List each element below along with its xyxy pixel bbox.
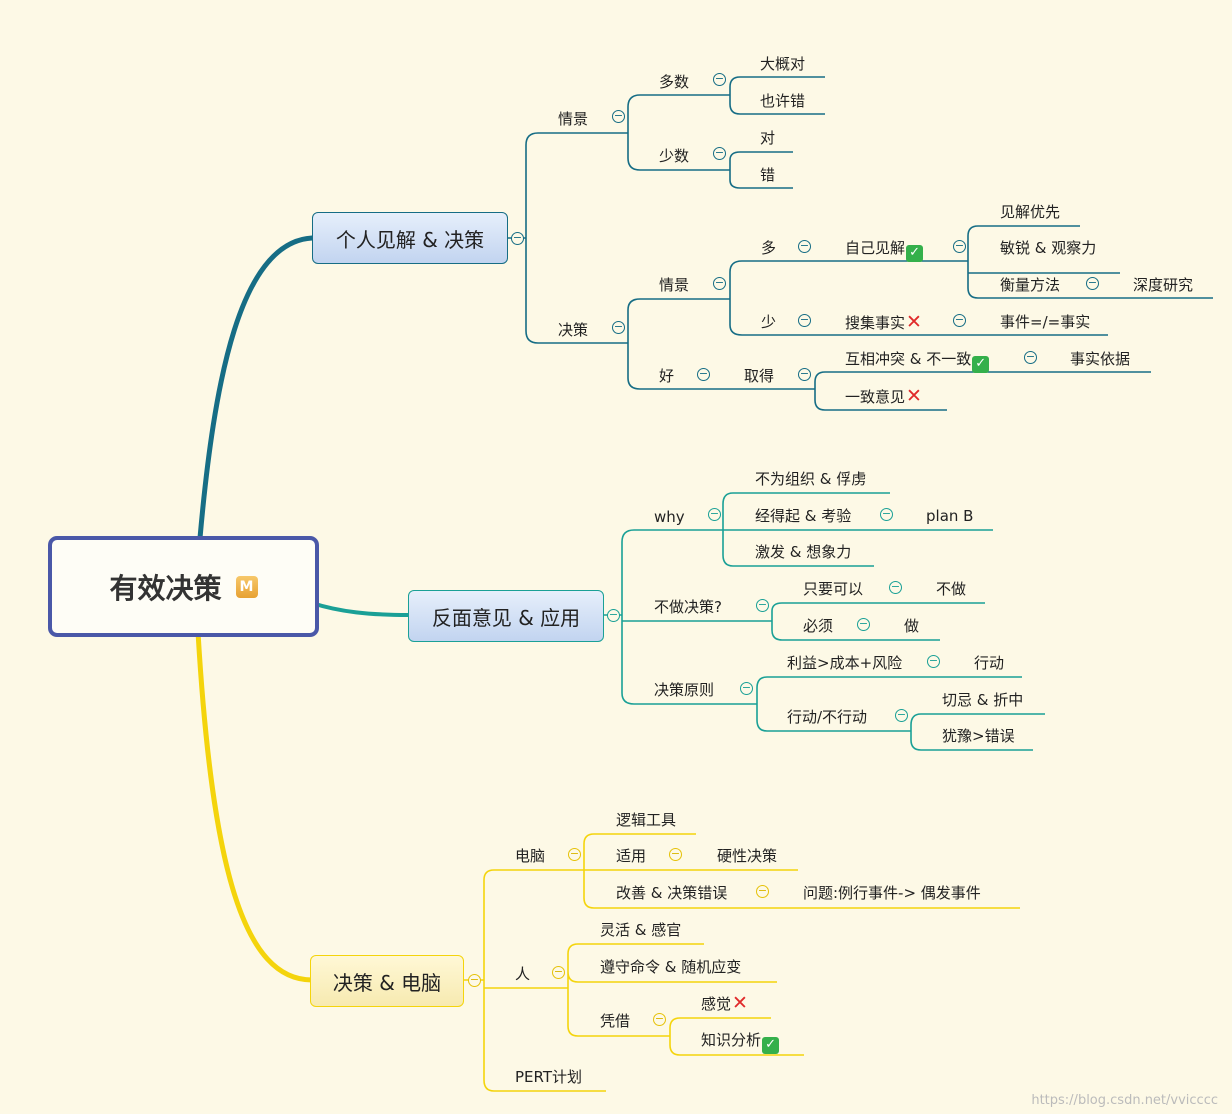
node-deep-research[interactable]: 深度研究	[1133, 276, 1194, 294]
node-own-insight[interactable]: 自己见解✓	[842, 238, 924, 262]
collapse-toggle-icon[interactable]: −	[927, 654, 940, 668]
node-obey-adapt[interactable]: 遵守命令 & 随机应变	[600, 958, 742, 976]
node-inspire-imagination[interactable]: 激发 & 想象力	[755, 543, 852, 561]
collapse-toggle-icon[interactable]: −	[880, 507, 893, 521]
collapse-toggle-icon[interactable]: −	[708, 507, 721, 521]
collapse-toggle-icon[interactable]: −	[798, 239, 811, 253]
cross-mark-icon: ✕	[906, 311, 922, 333]
node-benefit-cost[interactable]: 利益>成本+风险	[787, 654, 903, 672]
node-act[interactable]: 行动	[974, 654, 1005, 672]
node-right[interactable]: 对	[760, 129, 776, 147]
collapse-toggle-icon[interactable]: −	[511, 231, 524, 245]
node-do[interactable]: 做	[904, 617, 920, 635]
cross-mark-icon: ✕	[732, 992, 748, 1014]
cross-mark-icon: ✕	[906, 385, 922, 407]
collapse-toggle-icon[interactable]: −	[798, 313, 811, 327]
collapse-toggle-icon[interactable]: −	[756, 884, 769, 898]
markdown-badge-icon: M	[235, 575, 258, 598]
node-many[interactable]: 多	[761, 239, 777, 257]
node-obtain[interactable]: 取得	[744, 367, 775, 385]
node-hesitation[interactable]: 犹豫>错误	[942, 727, 1015, 745]
collapse-toggle-icon[interactable]: −	[568, 847, 581, 861]
node-few[interactable]: 少	[761, 313, 777, 331]
node-measure-method[interactable]: 衡量方法	[1000, 276, 1061, 294]
collapse-toggle-icon[interactable]: −	[740, 681, 753, 695]
collapse-toggle-icon[interactable]: −	[756, 598, 769, 612]
collapse-toggle-icon[interactable]: −	[953, 239, 966, 253]
node-scenario-2[interactable]: 情景	[659, 276, 690, 294]
collapse-toggle-icon[interactable]: −	[697, 367, 710, 381]
node-rely-on[interactable]: 凭借	[600, 1012, 631, 1030]
node-roughly-right[interactable]: 大概对	[760, 55, 806, 73]
collapse-toggle-icon[interactable]: −	[895, 708, 908, 722]
topic-personal-insight[interactable]: 个人见解 & 决策	[312, 212, 508, 264]
topic-decision-computer[interactable]: 决策 & 电脑	[310, 955, 464, 1007]
node-consensus[interactable]: 一致意见✕	[845, 385, 922, 407]
node-decision[interactable]: 决策	[558, 321, 589, 339]
collapse-toggle-icon[interactable]: −	[713, 72, 726, 86]
node-human[interactable]: 人	[515, 965, 531, 983]
node-hard-decision[interactable]: 硬性决策	[717, 847, 778, 865]
collapse-toggle-icon[interactable]: −	[889, 580, 902, 594]
collapse-toggle-icon[interactable]: −	[713, 146, 726, 160]
node-no-decision[interactable]: 不做决策?	[654, 598, 722, 616]
node-feeling[interactable]: 感觉✕	[701, 992, 748, 1014]
node-conflict[interactable]: 互相冲突 & 不一致✓	[842, 349, 990, 373]
node-routine-to-incidental[interactable]: 问题:例行事件-> 偶发事件	[803, 884, 981, 902]
node-must[interactable]: 必须	[803, 617, 834, 635]
collapse-toggle-icon[interactable]: −	[612, 109, 625, 123]
collapse-toggle-icon[interactable]: −	[468, 973, 481, 987]
checkmark-icon: ✓	[906, 244, 924, 262]
node-knowledge-analysis[interactable]: 知识分析✓	[698, 1030, 780, 1054]
node-scenario[interactable]: 情景	[558, 110, 589, 128]
node-withstand-test[interactable]: 经得起 & 考验	[755, 507, 852, 525]
node-majority[interactable]: 多数	[659, 73, 690, 91]
collapse-toggle-icon[interactable]: −	[607, 608, 620, 622]
node-avoid-compromise[interactable]: 切忌 & 折中	[942, 691, 1024, 709]
node-minority[interactable]: 少数	[659, 147, 690, 165]
node-fact-basis[interactable]: 事实依据	[1070, 350, 1131, 368]
topic-opposing-views[interactable]: 反面意见 & 应用	[408, 590, 604, 642]
collapse-toggle-icon[interactable]: −	[713, 276, 726, 290]
node-do-not[interactable]: 不做	[936, 580, 967, 598]
collapse-toggle-icon[interactable]: −	[653, 1012, 666, 1026]
collapse-toggle-icon[interactable]: −	[612, 320, 625, 334]
node-wrong[interactable]: 错	[760, 166, 776, 184]
node-not-captive[interactable]: 不为组织 & 俘虏	[755, 470, 867, 488]
node-flexible-senses[interactable]: 灵活 & 感官	[600, 921, 682, 939]
node-if-possible[interactable]: 只要可以	[803, 580, 864, 598]
node-good[interactable]: 好	[659, 367, 675, 385]
collapse-toggle-icon[interactable]: −	[1024, 350, 1037, 364]
node-pert-plan[interactable]: PERT计划	[515, 1068, 583, 1086]
node-applicable[interactable]: 适用	[616, 847, 647, 865]
node-improve-errors[interactable]: 改善 & 决策错误	[616, 884, 728, 902]
checkmark-icon: ✓	[972, 355, 990, 373]
node-act-or-not[interactable]: 行动/不行动	[787, 708, 868, 726]
checkmark-icon: ✓	[762, 1036, 780, 1054]
node-logic-tool[interactable]: 逻辑工具	[616, 811, 677, 829]
root-label: 有效决策	[109, 571, 222, 605]
root-topic[interactable]: 有效决策 M	[48, 536, 319, 637]
collapse-toggle-icon[interactable]: −	[798, 367, 811, 381]
collapse-toggle-icon[interactable]: −	[552, 965, 565, 979]
node-maybe-wrong[interactable]: 也许错	[760, 92, 806, 110]
collapse-toggle-icon[interactable]: −	[953, 313, 966, 327]
node-sharp-observation[interactable]: 敏锐 & 观察力	[1000, 239, 1097, 257]
node-principles[interactable]: 决策原则	[654, 681, 715, 699]
node-insight-first[interactable]: 见解优先	[1000, 203, 1061, 221]
collapse-toggle-icon[interactable]: −	[857, 617, 870, 631]
collapse-toggle-icon[interactable]: −	[1086, 276, 1099, 290]
node-event-not-fact[interactable]: 事件=/=事实	[1000, 313, 1091, 331]
node-computer[interactable]: 电脑	[515, 847, 546, 865]
collapse-toggle-icon[interactable]: −	[669, 847, 682, 861]
node-collect-facts[interactable]: 搜集事实✕	[845, 311, 922, 333]
watermark: https://blog.csdn.net/vvicccc	[1031, 1093, 1218, 1108]
node-why[interactable]: why	[654, 508, 685, 526]
node-plan-b[interactable]: plan B	[926, 507, 974, 525]
